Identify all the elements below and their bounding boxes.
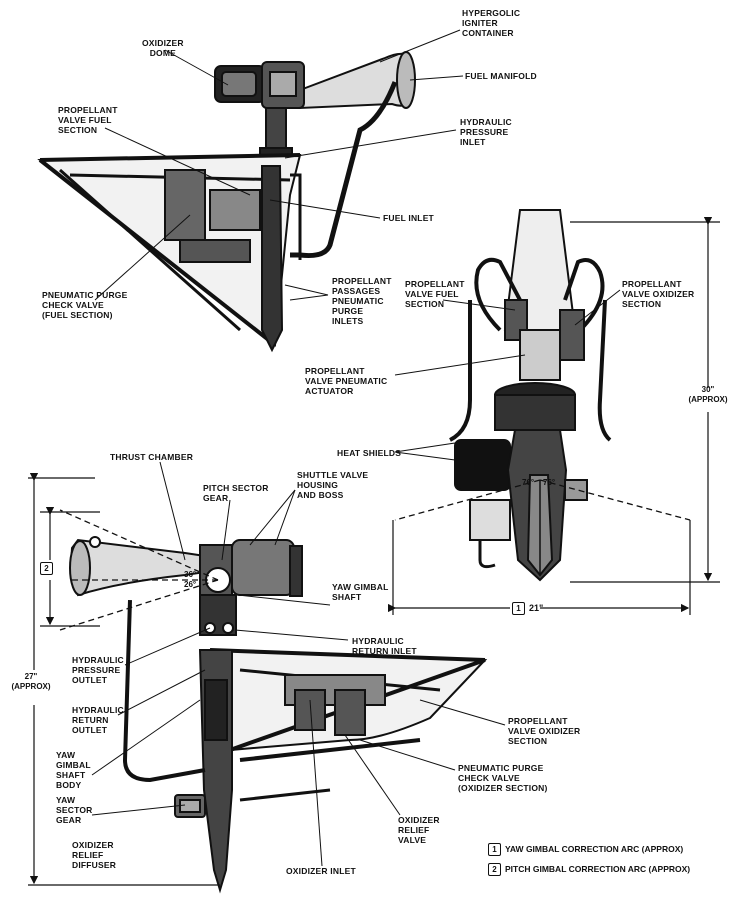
right-engine-assembly [394, 209, 691, 582]
right-dimensions [387, 216, 720, 615]
top-engine-assembly [37, 51, 416, 353]
angle-left-b: 26° [184, 580, 197, 589]
height-dimension-left: 27"(APPROX) [11, 672, 51, 691]
bottom-engine-assembly [59, 509, 488, 894]
label-fuel-inlet: FUEL INLET [383, 213, 434, 223]
legend-marker-2: 2 [488, 863, 501, 877]
angle-left-a: 36° [184, 570, 197, 579]
legend-marker-1: 1 [488, 843, 501, 857]
height-dimension-right: 30"(APPROX) [688, 385, 728, 404]
label-fuel-manifold: FUEL MANIFOLD [465, 71, 537, 81]
pitch-arc-marker: 2 [40, 562, 53, 575]
angle-right-b: 76° [543, 478, 556, 487]
label-oxidizer-inlet: OXIDIZER INLET [286, 866, 356, 876]
label-thrust-chamber: THRUST CHAMBER [110, 452, 194, 462]
leader-lines [91, 29, 621, 867]
yaw-arc-marker: 1 [512, 602, 525, 615]
pitch-arc-marker-dim: 2 [40, 562, 57, 575]
left-dimensions [28, 472, 220, 886]
angle-right-a: 76° [522, 478, 535, 487]
label-heat-shields: HEAT SHIELDS [337, 448, 402, 458]
